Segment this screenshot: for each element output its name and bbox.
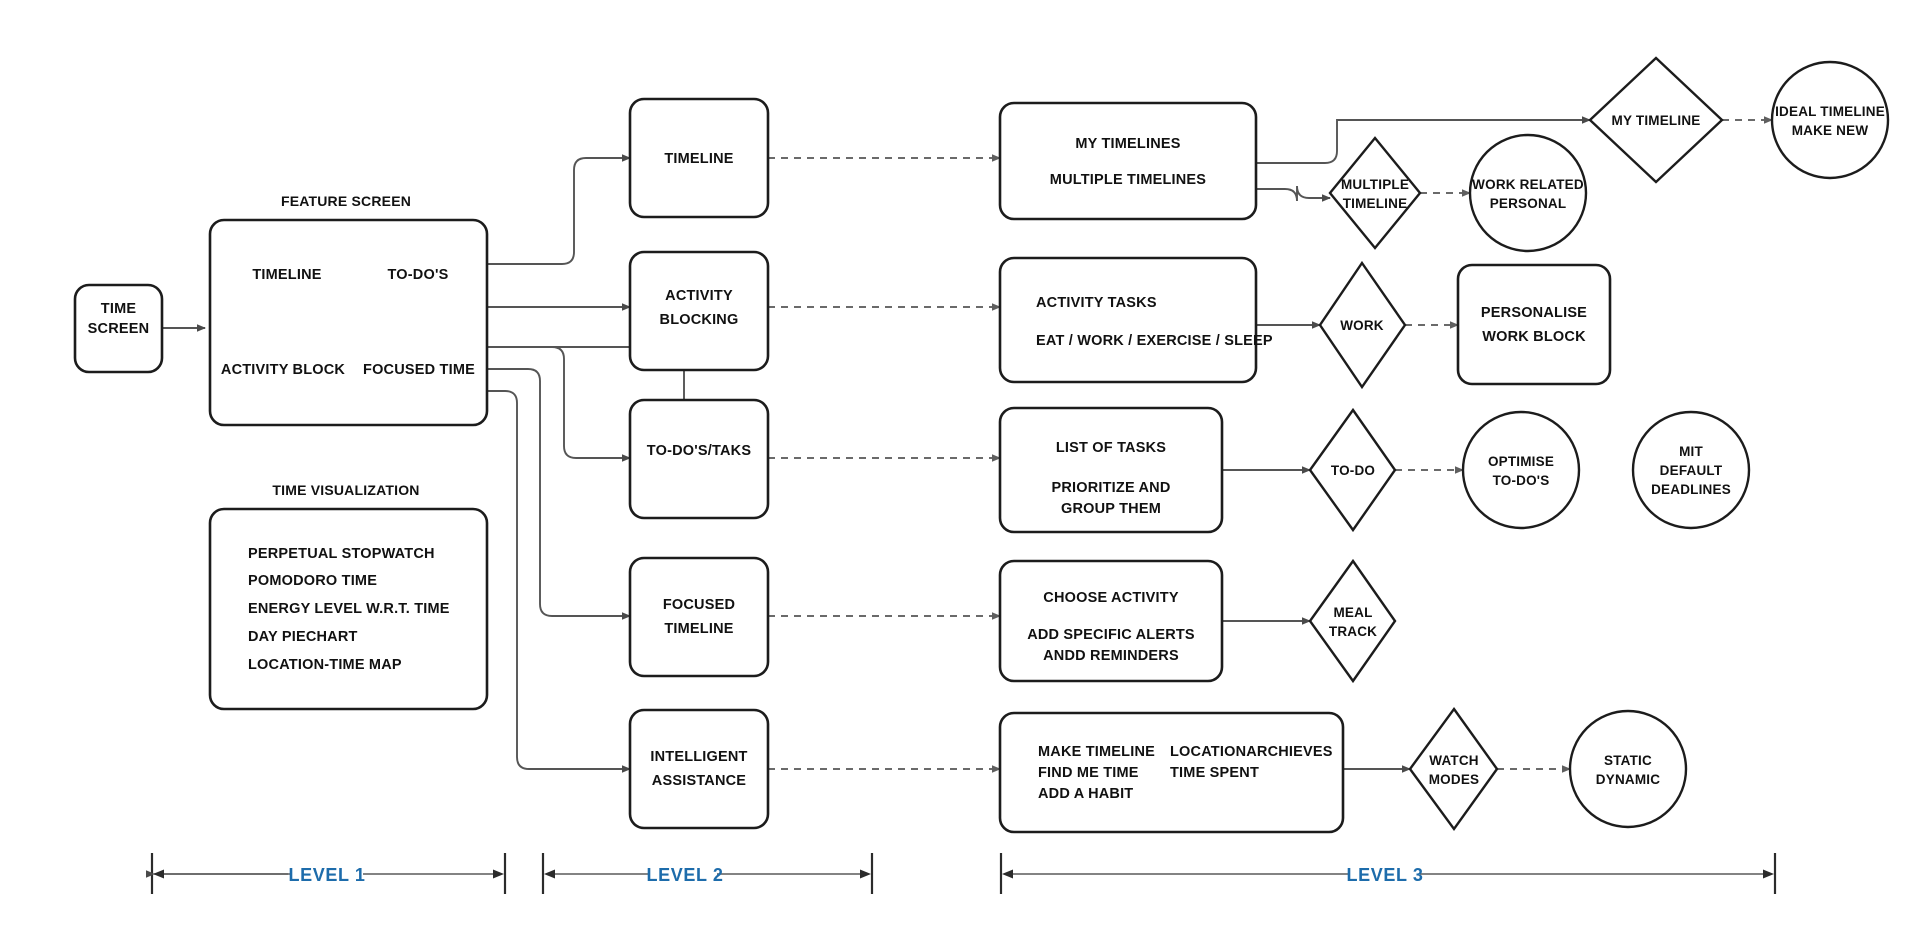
node-l3-work-related-personal[interactable]: WORK RELATED PERSONAL (1468, 133, 1588, 253)
level-band-1-label: LEVEL 1 (289, 865, 366, 885)
l3r3-box-line-2: PRIORITIZE AND (1051, 480, 1170, 496)
l2-intelligent-line-2: ASSISTANCE (652, 773, 747, 789)
feature-item-focused-time: FOCUSED TIME (363, 362, 475, 378)
l2-timeline-line-1: TIMELINE (664, 151, 733, 167)
feature-screen-caption: FEATURE SCREEN (281, 193, 411, 209)
node-feature-screen[interactable]: TIMELINE TO-DO'S ACTIVITY BLOCK FOCUSED … (208, 218, 489, 427)
l3r3-box-line-1: LIST OF TASKS (1056, 440, 1166, 456)
l3r2-diamond-line-1: WORK (1340, 318, 1384, 333)
time-screen-line-2: SCREEN (88, 321, 150, 337)
node-l3-my-timelines[interactable]: MY TIMELINES MULTIPLE TIMELINES (998, 101, 1258, 221)
l3r3-circle-a-line-1: OPTIMISE (1488, 454, 1554, 469)
tv-item-4: DAY PIECHART (248, 629, 358, 645)
link-feature-to-timeline (487, 154, 631, 265)
node-time-visualization[interactable]: PERPETUAL STOPWATCH POMODORO TIME ENERGY… (208, 507, 489, 711)
node-l3-ideal-timeline[interactable]: IDEAL TIMELINE MAKE NEW (1770, 60, 1890, 180)
link-mytimelines-to-multiple-diamond (1256, 185, 1331, 202)
node-l3-personalise-work-block[interactable]: PERSONALISE WORK BLOCK (1456, 263, 1612, 386)
level-band-3-label: LEVEL 3 (1347, 865, 1424, 885)
level-band-3: LEVEL 3 (999, 853, 1777, 894)
l2-todos-line-1: TO-DO'S/TAKS (647, 443, 752, 459)
l3r5-diamond-line-1: WATCH (1429, 753, 1479, 768)
l3r4-box-line-3: ANDD REMINDERS (1043, 648, 1179, 664)
l3r2-box-line-2: EAT / WORK / EXERCISE / SLEEP (1036, 333, 1273, 349)
l3r5-diamond-line-2: MODES (1429, 772, 1480, 787)
node-l3-activity-tasks[interactable]: ACTIVITY TASKS EAT / WORK / EXERCISE / S… (998, 256, 1273, 384)
l2-activity-line-1: ACTIVITY (665, 288, 733, 304)
l3r5-left-2: FIND ME TIME (1038, 765, 1139, 781)
l3r1-diamond-a-line-1: MULTIPLE (1341, 177, 1409, 192)
node-l3-intelligent-actions[interactable]: MAKE TIMELINE FIND ME TIME ADD A HABIT L… (998, 711, 1345, 834)
level-band-1: LEVEL 1 (146, 853, 507, 894)
l3r2-endbox-line-2: WORK BLOCK (1482, 329, 1586, 345)
tv-item-1: PERPETUAL STOPWATCH (248, 546, 435, 562)
node-l3-static-dynamic[interactable]: STATIC DYNAMIC (1568, 709, 1688, 829)
l3r1-diamond-b-line-1: MY TIMELINE (1612, 113, 1701, 128)
node-l3-mit-default-deadlines[interactable]: MIT DEFAULT DEADLINES (1631, 410, 1751, 530)
l2-intelligent-line-1: INTELLIGENT (650, 749, 747, 765)
l3r3-box-line-3: GROUP THEM (1061, 501, 1161, 517)
time-screen-line-1: TIME (101, 301, 137, 317)
time-visualization-caption: TIME VISUALIZATION (272, 482, 419, 498)
l3r3-circle-b-line-1: MIT (1679, 444, 1703, 459)
node-l3-todo-diamond[interactable]: TO-DO (1308, 407, 1397, 533)
node-time-screen[interactable]: TIME SCREEN (73, 283, 164, 374)
l3r5-circle-line-1: STATIC (1604, 753, 1652, 768)
node-l2-timeline[interactable]: TIMELINE (628, 97, 770, 219)
l3r1-diamond-a-line-2: TIMELINE (1343, 196, 1408, 211)
l3r4-box-line-2: ADD SPECIFIC ALERTS (1027, 627, 1195, 643)
l3r1-circle-b-line-1: IDEAL TIMELINE (1775, 104, 1885, 119)
l3r4-diamond-line-1: MEAL (1333, 605, 1372, 620)
l3r1-circle-a-line-1: WORK RELATED (1472, 177, 1584, 192)
l3r4-box-line-1: CHOOSE ACTIVITY (1043, 590, 1179, 606)
node-l3-choose-activity[interactable]: CHOOSE ACTIVITY ADD SPECIFIC ALERTS ANDD… (998, 559, 1224, 683)
l2-activity-line-2: BLOCKING (660, 312, 739, 328)
l3r3-circle-b-line-3: DEADLINES (1651, 482, 1731, 497)
l3r2-endbox-line-1: PERSONALISE (1481, 305, 1587, 321)
l3r1-box-line-2: MULTIPLE TIMELINES (1050, 172, 1207, 188)
node-l2-activity-blocking[interactable]: ACTIVITY BLOCKING (628, 250, 770, 372)
node-l3-optimise-todos[interactable]: OPTIMISE TO-DO'S (1461, 410, 1581, 530)
level-band-2: LEVEL 2 (541, 853, 874, 894)
l2-focused-line-2: TIMELINE (664, 621, 733, 637)
node-l3-watch-modes-diamond[interactable]: WATCH MODES (1408, 706, 1499, 832)
l3r2-box-line-1: ACTIVITY TASKS (1036, 295, 1157, 311)
l3r5-left-3: ADD A HABIT (1038, 786, 1133, 802)
l3r5-right-2: TIME SPENT (1170, 765, 1259, 781)
l3r1-box-line-1: MY TIMELINES (1075, 136, 1180, 152)
node-l2-todos-taks[interactable]: TO-DO'S/TAKS (628, 398, 770, 520)
tv-item-3: ENERGY LEVEL W.R.T. TIME (248, 601, 450, 617)
link-feature-todos-route (487, 346, 631, 462)
feature-item-activity-block: ACTIVITY BLOCK (221, 362, 346, 378)
tv-item-2: POMODORO TIME (248, 573, 377, 589)
l3r1-circle-a-line-2: PERSONAL (1490, 196, 1567, 211)
l3r5-left-1: MAKE TIMELINE (1038, 744, 1155, 760)
node-l3-multiple-timeline-diamond[interactable]: MULTIPLE TIMELINE (1328, 136, 1422, 250)
node-l2-intelligent-assistance[interactable]: INTELLIGENT ASSISTANCE (628, 708, 770, 830)
feature-item-timeline: TIMELINE (252, 267, 321, 283)
l3r3-circle-a-line-2: TO-DO'S (1493, 473, 1550, 488)
l3r1-circle-b-line-2: MAKE NEW (1792, 123, 1869, 138)
node-l3-meal-track-diamond[interactable]: MEAL TRACK (1308, 558, 1397, 684)
link-feature-focused-route (487, 368, 631, 620)
l3r3-circle-b-line-2: DEFAULT (1660, 463, 1723, 478)
tv-item-5: LOCATION-TIME MAP (248, 657, 402, 673)
l2-focused-line-1: FOCUSED (663, 597, 735, 613)
node-l3-work-diamond[interactable]: WORK (1318, 260, 1407, 390)
l3r4-diamond-line-2: TRACK (1329, 624, 1377, 639)
link-feature-intelligent-route (487, 390, 631, 773)
link-mytimelines-to-mytimeline-diamond (1256, 116, 1591, 164)
l3r5-circle-line-2: DYNAMIC (1596, 772, 1660, 787)
l3r5-right-1: LOCATIONARCHIEVES (1170, 744, 1333, 760)
feature-item-todos: TO-DO'S (388, 267, 449, 283)
node-l3-list-of-tasks[interactable]: LIST OF TASKS PRIORITIZE AND GROUP THEM (998, 406, 1224, 534)
node-l3-my-timeline-diamond[interactable]: MY TIMELINE (1588, 56, 1724, 184)
level-band-2-label: LEVEL 2 (647, 865, 724, 885)
l3r3-diamond-line-1: TO-DO (1331, 463, 1375, 478)
node-l2-focused-timeline[interactable]: FOCUSED TIMELINE (628, 556, 770, 678)
